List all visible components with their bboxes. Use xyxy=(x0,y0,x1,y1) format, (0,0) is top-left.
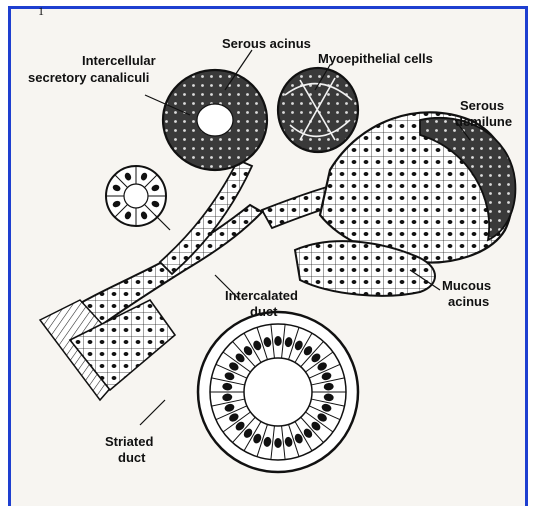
striated-duct-nucleus xyxy=(274,336,282,346)
striated-duct-nucleus xyxy=(274,438,282,448)
label-intercellular-canaliculi-2: secretory canaliculi xyxy=(28,70,149,85)
label-intercellular-canaliculi-1: Intercellular xyxy=(82,53,156,68)
label-serous-demilune-2: demilune xyxy=(455,114,512,129)
label-serous-acinus: Serous acinus xyxy=(222,36,311,51)
label-mucous-acinus-2: acinus xyxy=(448,294,489,309)
label-mucous-acinus-1: Mucous xyxy=(442,278,491,293)
label-intercalated-duct-2: duct xyxy=(250,304,278,319)
label-striated-duct-1: Striated xyxy=(105,434,153,449)
label-striated-duct-2: duct xyxy=(118,450,146,465)
striated-duct-cross-section xyxy=(198,312,358,472)
serous-acinus xyxy=(163,70,267,170)
label-myoepithelial-cells: Myoepithelial cells xyxy=(318,51,433,66)
myoepithelial-acinus xyxy=(278,68,358,152)
label-serous-demilune-1: Serous xyxy=(460,98,504,113)
label-intercalated-duct-1: Intercalated xyxy=(225,288,298,303)
